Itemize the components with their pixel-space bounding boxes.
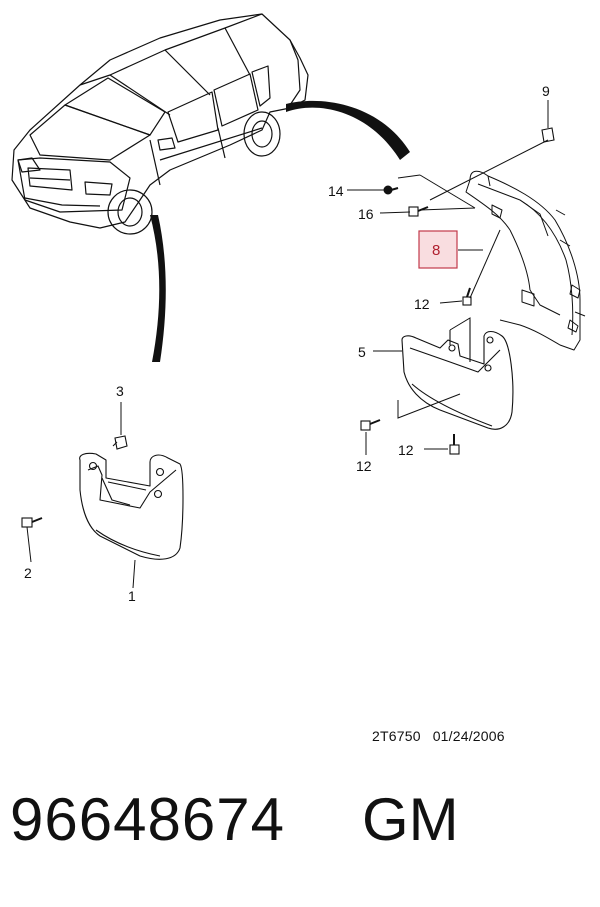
- leader-swoosh-rear: [286, 100, 410, 160]
- callout-12-lower[interactable]: 12: [398, 442, 414, 458]
- highlight-box-8[interactable]: [418, 230, 458, 269]
- front-mud-flap: [79, 452, 184, 560]
- leader-lines: [347, 100, 549, 455]
- callout-12-upper[interactable]: 12: [414, 296, 430, 312]
- callout-14[interactable]: 14: [328, 183, 344, 199]
- callout-16[interactable]: 16: [358, 206, 374, 222]
- leader-swoosh-front: [150, 215, 166, 362]
- fastener-16-icon: [408, 206, 429, 217]
- fastener-12-left-icon: [360, 419, 381, 431]
- rear-wheel-liner: [465, 170, 586, 351]
- brand-label: GM: [362, 786, 459, 853]
- diagram-code: 2T6750: [372, 728, 421, 744]
- callout-3[interactable]: 3: [116, 383, 124, 399]
- rear-mud-flap: [401, 320, 514, 430]
- fastener-12-upper-icon: [462, 287, 472, 306]
- part-number: 96648674: [10, 786, 285, 853]
- callout-1[interactable]: 1: [128, 588, 136, 604]
- diagram-reference: 2T6750 01/24/2006: [372, 728, 517, 744]
- callout-12-left[interactable]: 12: [356, 458, 372, 474]
- fastener-9-icon: [541, 127, 555, 143]
- clip-3-icon: [112, 435, 128, 450]
- callout-9[interactable]: 9: [542, 83, 550, 99]
- callout-8[interactable]: 8: [432, 242, 440, 259]
- screw-2-icon: [21, 517, 43, 528]
- callout-5[interactable]: 5: [358, 344, 366, 360]
- fastener-14-icon: [383, 185, 399, 195]
- diagram-date: 01/24/2006: [432, 728, 505, 744]
- callout-2[interactable]: 2: [24, 565, 32, 581]
- parts-diagram: 9 14 16 8 12 5 3 12 12 2 1: [11, 13, 586, 604]
- car-illustration: [11, 13, 309, 235]
- fastener-12-lower-icon: [449, 434, 460, 455]
